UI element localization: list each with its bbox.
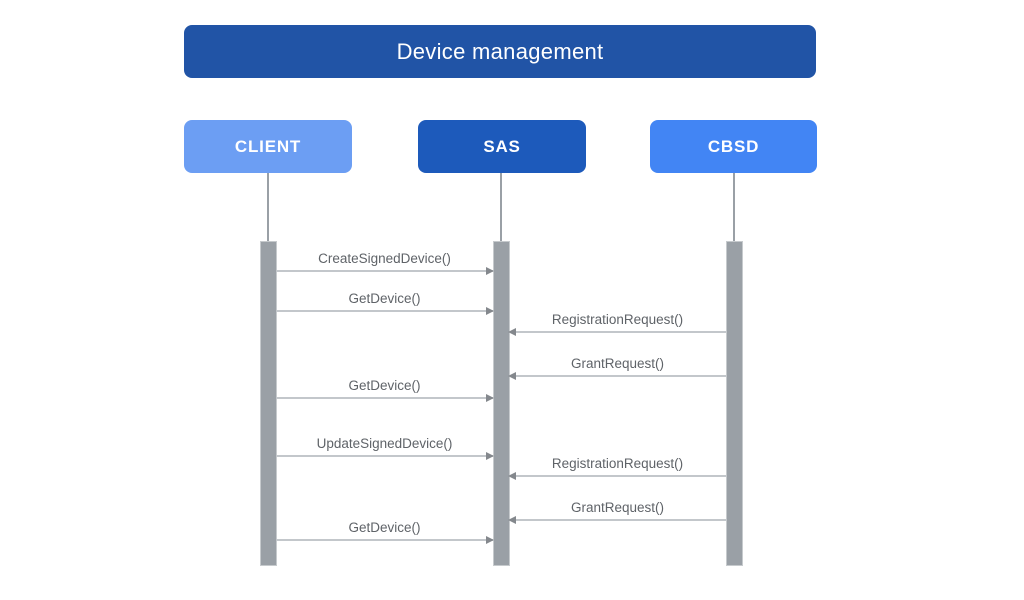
arrowhead-right-icon	[486, 536, 494, 544]
arrowhead-right-icon	[486, 267, 494, 275]
message-get-device-3: GetDevice()	[276, 520, 494, 544]
message-update-signed-device: UpdateSignedDevice()	[276, 436, 494, 460]
message-line	[508, 328, 726, 336]
diagram-title-banner: Device management	[184, 25, 816, 78]
actor-box-cbsd: CBSD	[650, 120, 817, 173]
message-line	[508, 472, 726, 480]
message-label: UpdateSignedDevice()	[316, 436, 453, 451]
message-label: GetDevice()	[348, 520, 421, 535]
arrowhead-right-icon	[486, 394, 494, 402]
arrowhead-right-icon	[486, 307, 494, 315]
message-line	[276, 452, 494, 460]
message-line	[276, 394, 494, 402]
message-line	[276, 267, 494, 275]
activation-bar-client	[260, 241, 277, 566]
message-line	[508, 372, 726, 380]
message-label: CreateSignedDevice()	[318, 251, 451, 266]
actor-box-sas: SAS	[418, 120, 586, 173]
arrowhead-left-icon	[508, 328, 516, 336]
activation-bar-sas	[493, 241, 510, 566]
activation-bar-cbsd	[726, 241, 743, 566]
arrowhead-right-icon	[486, 452, 494, 460]
message-grant-request-1: GrantRequest()	[508, 356, 726, 380]
message-get-device-2: GetDevice()	[276, 378, 494, 402]
message-line	[508, 516, 726, 524]
message-registration-request-2: RegistrationRequest()	[508, 456, 726, 480]
message-create-signed-device: CreateSignedDevice()	[276, 251, 494, 275]
message-registration-request-1: RegistrationRequest()	[508, 312, 726, 336]
message-label: GrantRequest()	[570, 356, 665, 371]
lifeline-sas	[500, 173, 502, 241]
actor-box-client: CLIENT	[184, 120, 352, 173]
message-line	[276, 307, 494, 315]
arrowhead-left-icon	[508, 472, 516, 480]
arrowhead-left-icon	[508, 372, 516, 380]
lifeline-client	[267, 173, 269, 241]
message-label: RegistrationRequest()	[551, 312, 684, 327]
message-label: GetDevice()	[348, 291, 421, 306]
message-label: RegistrationRequest()	[551, 456, 684, 471]
message-line	[276, 536, 494, 544]
message-label: GetDevice()	[348, 378, 421, 393]
message-label: GrantRequest()	[570, 500, 665, 515]
lifeline-cbsd	[733, 173, 735, 241]
arrowhead-left-icon	[508, 516, 516, 524]
message-grant-request-2: GrantRequest()	[508, 500, 726, 524]
message-get-device-1: GetDevice()	[276, 291, 494, 315]
